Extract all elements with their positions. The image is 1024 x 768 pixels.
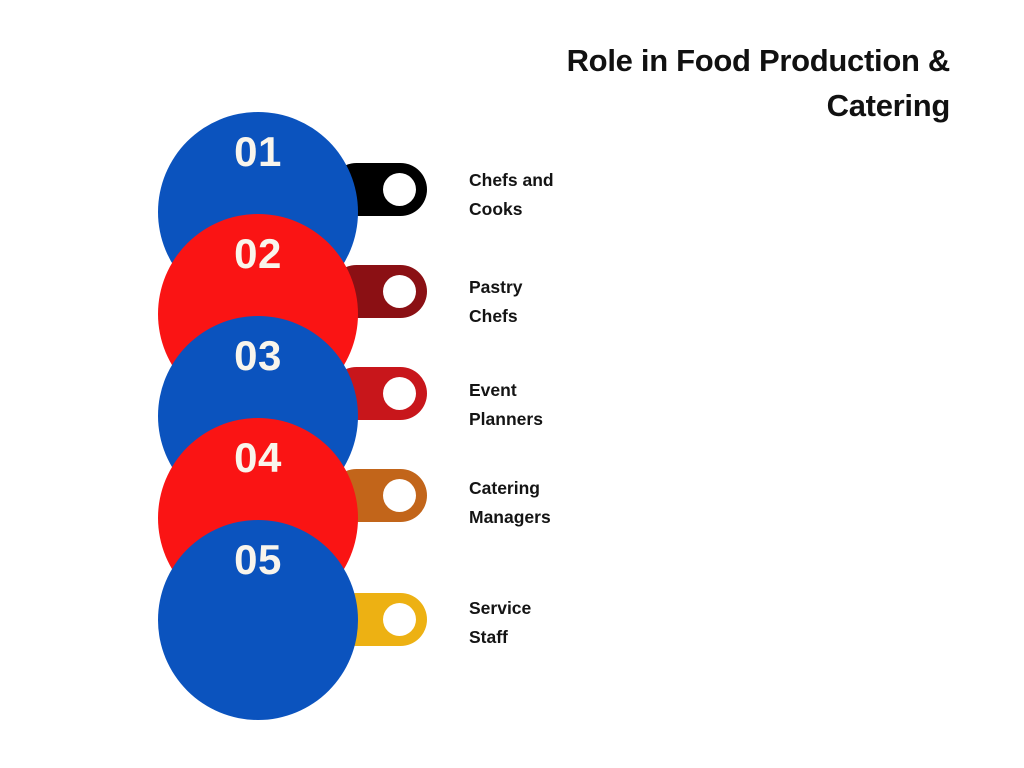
connector-hole-icon [383, 603, 416, 636]
step-circle-05[interactable]: 05 [158, 520, 358, 720]
step-label-02-line-2: Chefs [469, 306, 518, 326]
connector-hole-icon [383, 479, 416, 512]
page-title-line-2: Catering [826, 88, 951, 123]
step-label-05-line-2: Staff [469, 627, 508, 647]
step-label-05: Service Staff [469, 594, 699, 652]
page-title: Role in Food Production & Catering [460, 38, 951, 128]
step-number-03: 03 [234, 332, 282, 379]
step-label-03-line-2: Planners [469, 409, 543, 429]
page-title-line-1: Role in Food Production & [566, 43, 951, 78]
connector-hole-icon [383, 275, 416, 308]
step-label-01: Chefs and Cooks [469, 166, 699, 224]
step-number-05: 05 [234, 536, 282, 583]
connector-hole-icon [383, 377, 416, 410]
step-label-03-line-1: Event [469, 380, 517, 400]
step-label-01-line-2: Cooks [469, 199, 523, 219]
step-label-05-line-1: Service [469, 598, 532, 618]
step-number-04: 04 [234, 434, 282, 481]
step-label-03: Event Planners [469, 376, 699, 434]
step-label-04-line-2: Managers [469, 507, 551, 527]
step-number-02: 02 [234, 230, 282, 277]
step-item-05[interactable]: 05 Service Staff [0, 0, 1024, 720]
step-label-04-line-1: Catering [469, 478, 540, 498]
step-label-02: Pastry Chefs [469, 273, 699, 331]
connector-hole-icon [383, 173, 416, 206]
step-label-02-line-1: Pastry [469, 277, 523, 297]
step-label-01-line-1: Chefs and [469, 170, 554, 190]
step-label-04: Catering Managers [469, 474, 699, 532]
step-number-01: 01 [234, 128, 282, 175]
